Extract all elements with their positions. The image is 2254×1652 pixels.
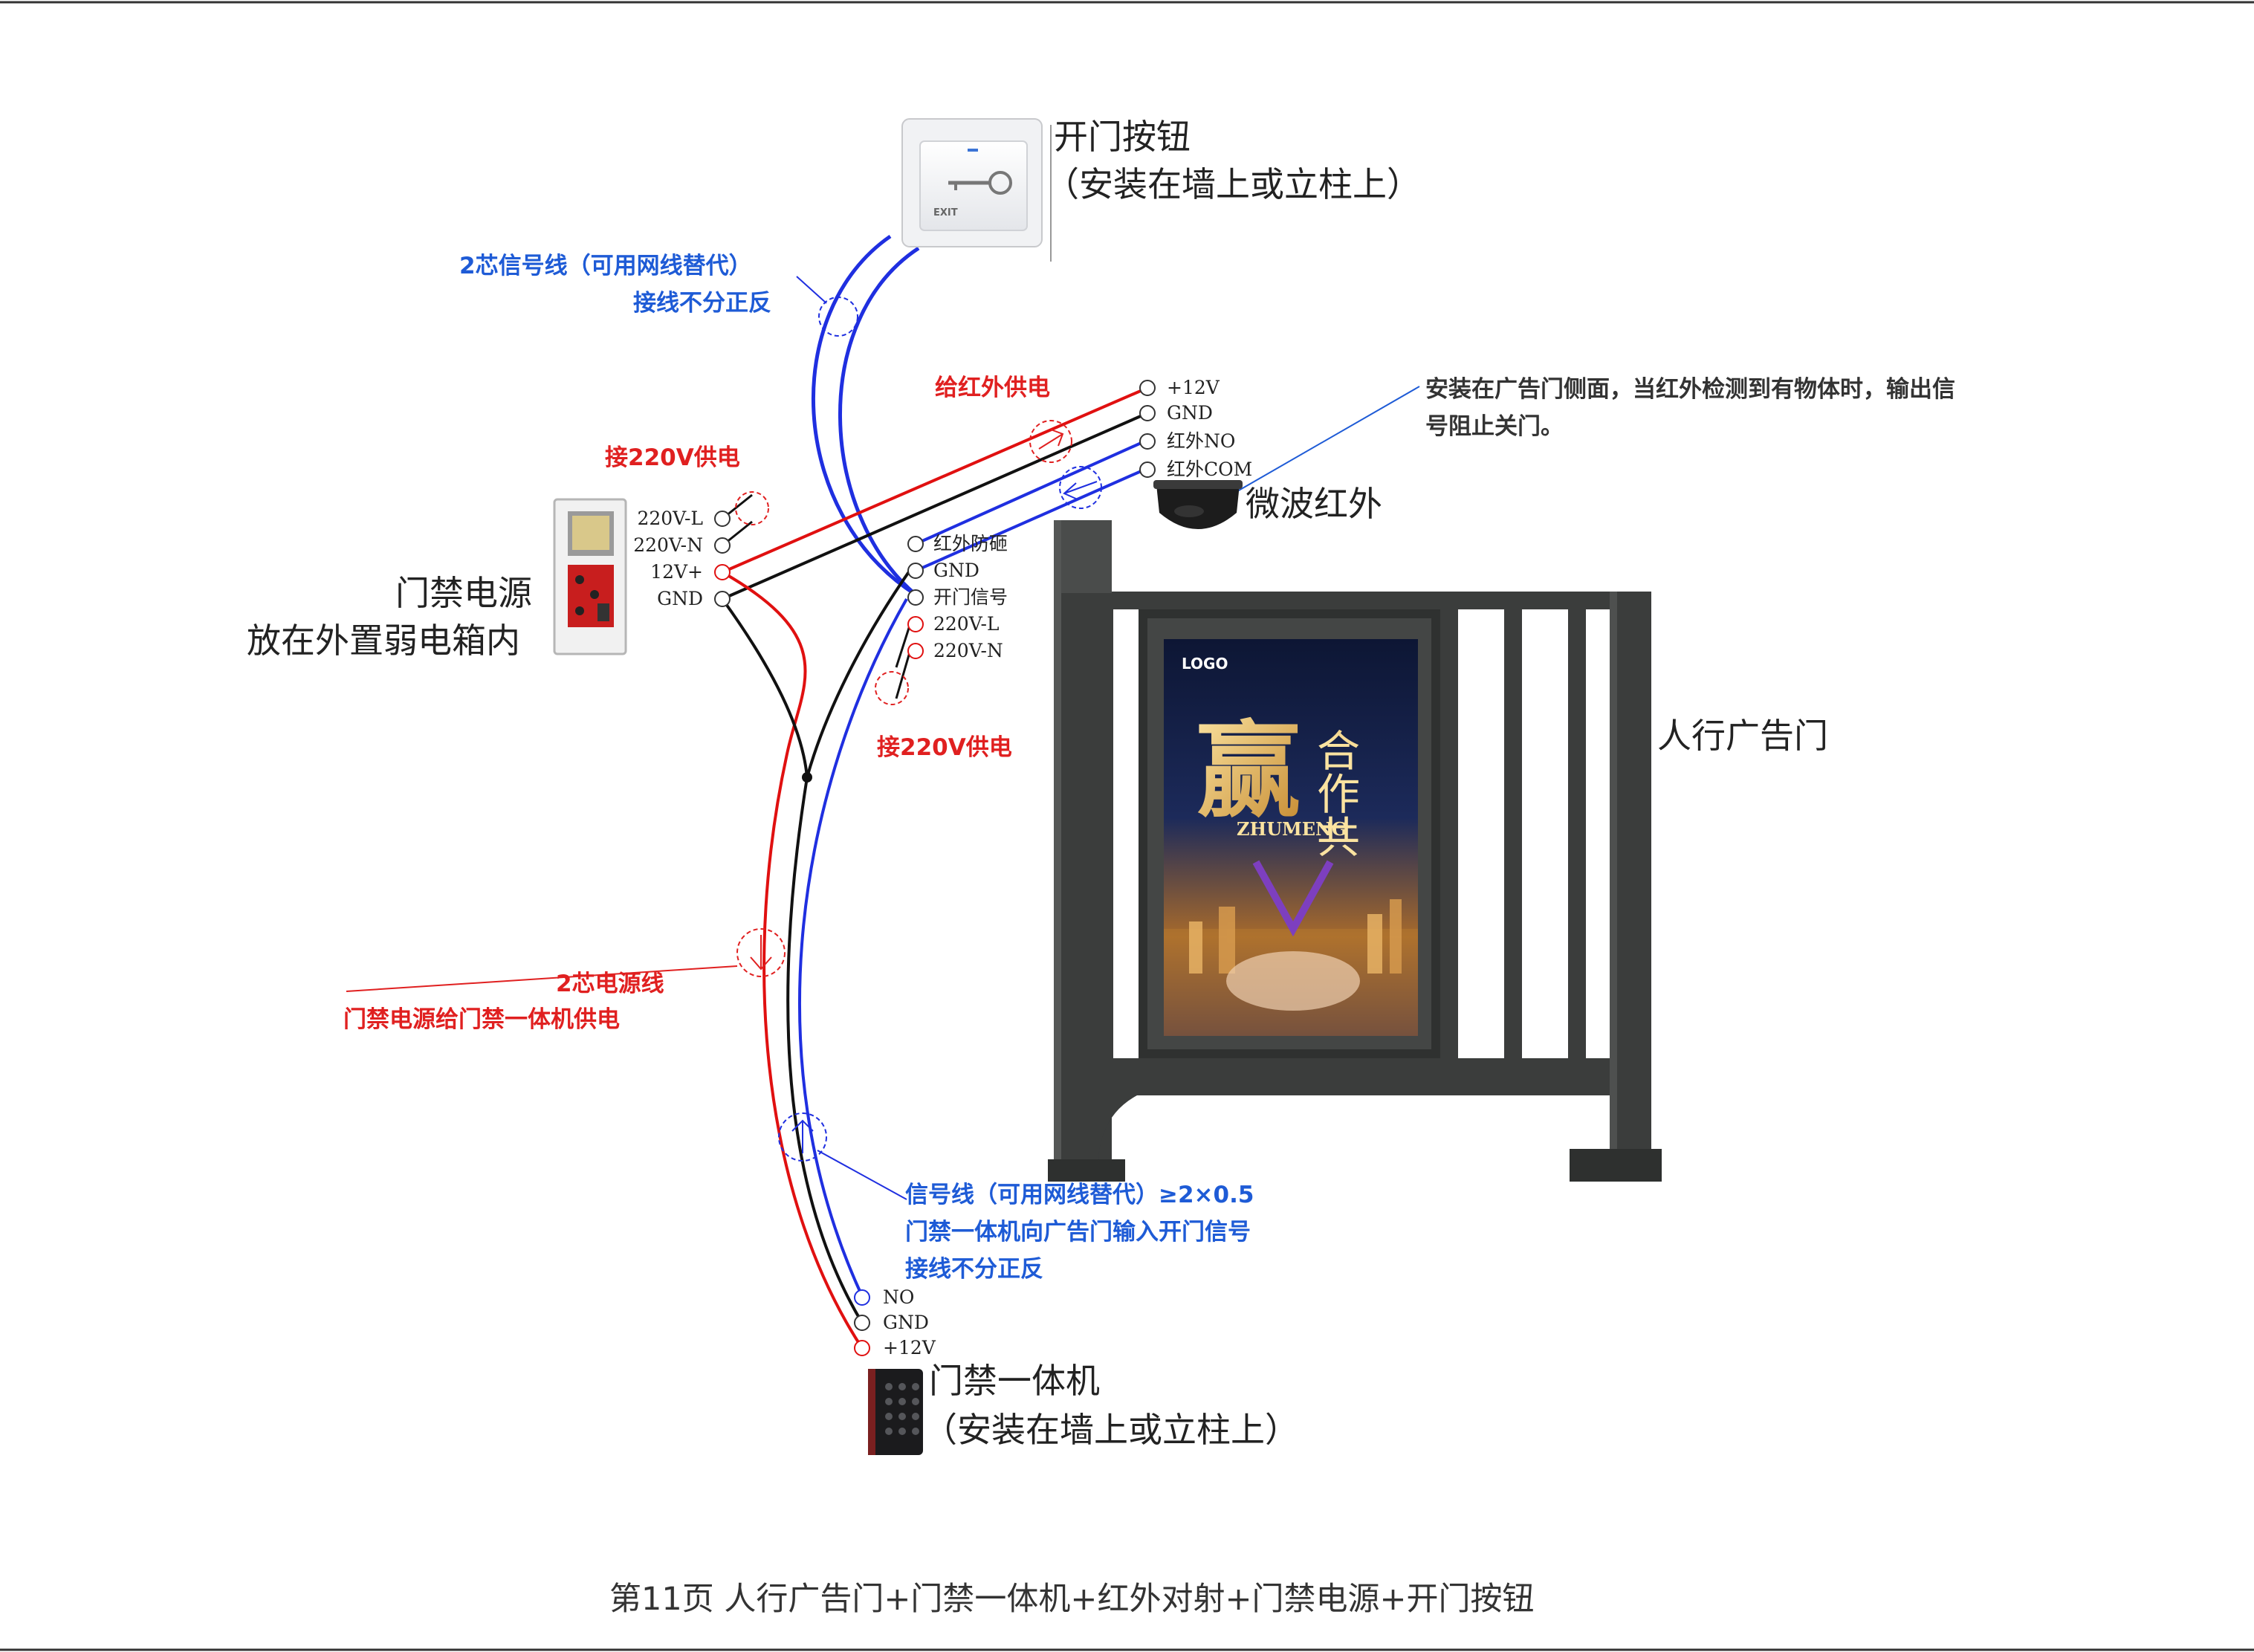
ir-power-note: 给红外供电 <box>935 375 1050 401</box>
gate-220-l-stub <box>895 625 911 668</box>
wire-junction <box>802 772 812 783</box>
wire-blue-reader-no <box>798 598 908 1297</box>
callout-signal-bottom <box>778 1112 827 1162</box>
callout-signal-top <box>818 297 858 337</box>
callout-ir-signal <box>1059 466 1102 509</box>
gate-terminal-label-3: 220V-L <box>933 613 1000 635</box>
reader-terminal-no <box>854 1289 870 1306</box>
gate-terminal-220l <box>907 616 924 632</box>
poster-brand: ZHUMENG <box>1237 818 1347 840</box>
psu-terminal-label-2: 12V+ <box>650 561 703 583</box>
psu-title: 门禁电源 <box>395 573 532 613</box>
gate-terminal-label-4: 220V-N <box>933 640 1003 661</box>
psu-terminal-220l <box>714 511 731 527</box>
leader-signal-top <box>796 276 827 304</box>
ir-terminal-no <box>1139 433 1156 450</box>
reader-terminal-label-2: +12V <box>883 1337 936 1358</box>
reader-terminal-block: NO GND +12V <box>854 1286 936 1358</box>
gate-terminal-ir-antipinch <box>907 536 924 552</box>
microwave-ir-sensor <box>1153 480 1243 529</box>
gate-terminal-block: 红外防砸 GND 开门信号 220V-L 220V-N <box>907 533 1008 661</box>
reader-subtitle: （安装在墙上或立柱上） <box>923 1410 1299 1450</box>
wire-red-reader-power <box>722 571 864 1350</box>
signal-cable-top-line1: 2芯信号线（可用网线替代） <box>459 253 752 279</box>
callout-ir-power <box>1029 420 1072 463</box>
wire-blue-ir-no <box>915 440 1145 545</box>
ir-terminal-12v <box>1139 380 1156 396</box>
ir-terminal-label-2: 红外NO <box>1167 430 1235 452</box>
ir-terminal-label-0: +12V <box>1167 377 1220 398</box>
psu-terminal-label-1: 220V-N <box>633 534 703 556</box>
ir-terminal-label-1: GND <box>1167 402 1213 424</box>
gate-terminal-open-signal <box>907 589 924 606</box>
wire-black-gate-gnd <box>806 569 911 778</box>
psu-terminal-gnd <box>714 591 731 607</box>
psu-device <box>553 498 627 655</box>
psu-terminal-12v <box>714 564 731 580</box>
arrow-power-cable <box>750 935 772 971</box>
gate-terminal-220n <box>907 643 924 659</box>
access-control-reader <box>868 1369 923 1455</box>
reader-title: 门禁一体机 <box>929 1361 1100 1401</box>
reader-terminal-gnd <box>854 1315 870 1331</box>
wire-blue-exit-a <box>811 234 917 597</box>
reader-terminal-12v <box>854 1340 870 1356</box>
microwave-ir-note-line1: 安装在广告门侧面，当红外检测到有物体时，输出信 <box>1425 376 1955 403</box>
leader-ir-note <box>1212 386 1420 506</box>
gate-terminal-label-2: 开门信号 <box>933 586 1008 608</box>
signal-cable-bottom-line3: 接线不分正反 <box>905 1256 1043 1283</box>
wire-black-reader-gnd <box>721 597 864 1324</box>
exit-button-device: EXIT <box>901 118 1043 247</box>
wire-blue-exit-b <box>838 246 920 596</box>
gate-label: 人行广告门 <box>1657 716 1828 756</box>
gate-terminal-label-0: 红外防砸 <box>933 533 1008 554</box>
psu-terminal-220n <box>714 537 731 554</box>
microwave-ir-note-line2: 号阻止关门。 <box>1425 413 1564 440</box>
reader-terminal-label-1: GND <box>883 1312 929 1333</box>
gate-terminal-gnd <box>907 563 924 579</box>
psu-terminal-label-0: 220V-L <box>637 508 703 529</box>
power-note-gate: 接220V供电 <box>877 734 1012 761</box>
page-footer: 第11页 人行广告门+门禁一体机+红外对射+门禁电源+开门按钮 <box>609 1581 1535 1618</box>
power-cable-line1: 2芯电源线 <box>556 971 664 997</box>
ir-terminal-com <box>1139 461 1156 478</box>
leader-signal-bottom <box>817 1150 907 1200</box>
exit-face-text: EXIT <box>933 207 958 218</box>
callout-psu-220 <box>735 491 769 525</box>
ir-terminal-gnd <box>1139 405 1156 421</box>
psu-terminal-label-3: GND <box>657 588 703 609</box>
arrow-ir-signal <box>1063 481 1098 500</box>
signal-cable-bottom-line2: 门禁一体机向广告门输入开门信号 <box>905 1219 1251 1246</box>
reader-terminal-label-0: NO <box>883 1286 914 1308</box>
psu-terminal-block: 220V-L 220V-N 12V+ GND <box>633 508 731 609</box>
arrow-ir-power <box>1038 429 1064 450</box>
psu-subtitle: 放在外置弱电箱内 <box>247 621 520 661</box>
gate-terminal-label-1: GND <box>933 560 979 581</box>
power-cable-line2: 门禁电源给门禁一体机供电 <box>343 1006 620 1033</box>
poster-title-side: 合作共 <box>1309 728 1360 858</box>
exit-button-subtitle: （安装在墙上或立柱上） <box>1045 164 1421 204</box>
gate-220-n-stub <box>895 652 911 699</box>
exit-button-title: 开门按钮 <box>1054 117 1191 157</box>
wire-black-ir-gnd <box>722 412 1148 600</box>
signal-cable-top-line2: 接线不分正反 <box>633 290 771 317</box>
ad-poster: LOGO 赢 合作共 ZHUMENG <box>1164 639 1418 1036</box>
callout-gate-220 <box>875 671 909 705</box>
wire-blue-ir-com <box>915 468 1145 572</box>
signal-cable-bottom-line1: 信号线（可用网线替代）≥2×0.5 <box>905 1182 1254 1208</box>
poster-logo: LOGO <box>1182 655 1228 673</box>
callout-power-cable <box>736 928 786 977</box>
poster-title-main: 赢 <box>1196 710 1301 832</box>
wire-red-ir-power <box>722 386 1148 574</box>
ir-terminal-label-3: 红外COM <box>1167 459 1252 480</box>
power-note-left: 接220V供电 <box>605 444 740 471</box>
arrow-signal-bottom <box>791 1119 814 1153</box>
microwave-ir-label: 微波红外 <box>1246 484 1382 524</box>
ir-terminal-block: +12V GND 红外NO 红外COM <box>1139 377 1252 480</box>
leader-power-cable <box>346 965 738 992</box>
